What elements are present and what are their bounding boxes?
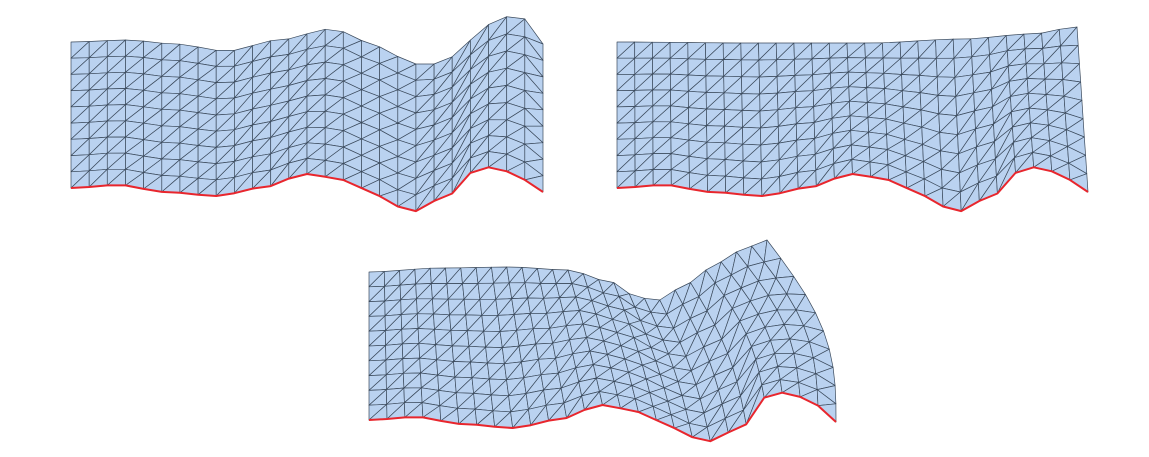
mesh-panel-top-left	[70, 16, 544, 213]
mesh-panel-top-right	[616, 26, 1089, 213]
mesh-panel-bottom	[368, 239, 837, 443]
bottom-boundary-curve	[616, 166, 1089, 213]
bottom-boundary-curve	[368, 391, 837, 443]
bottom-boundary-curve	[70, 166, 544, 213]
